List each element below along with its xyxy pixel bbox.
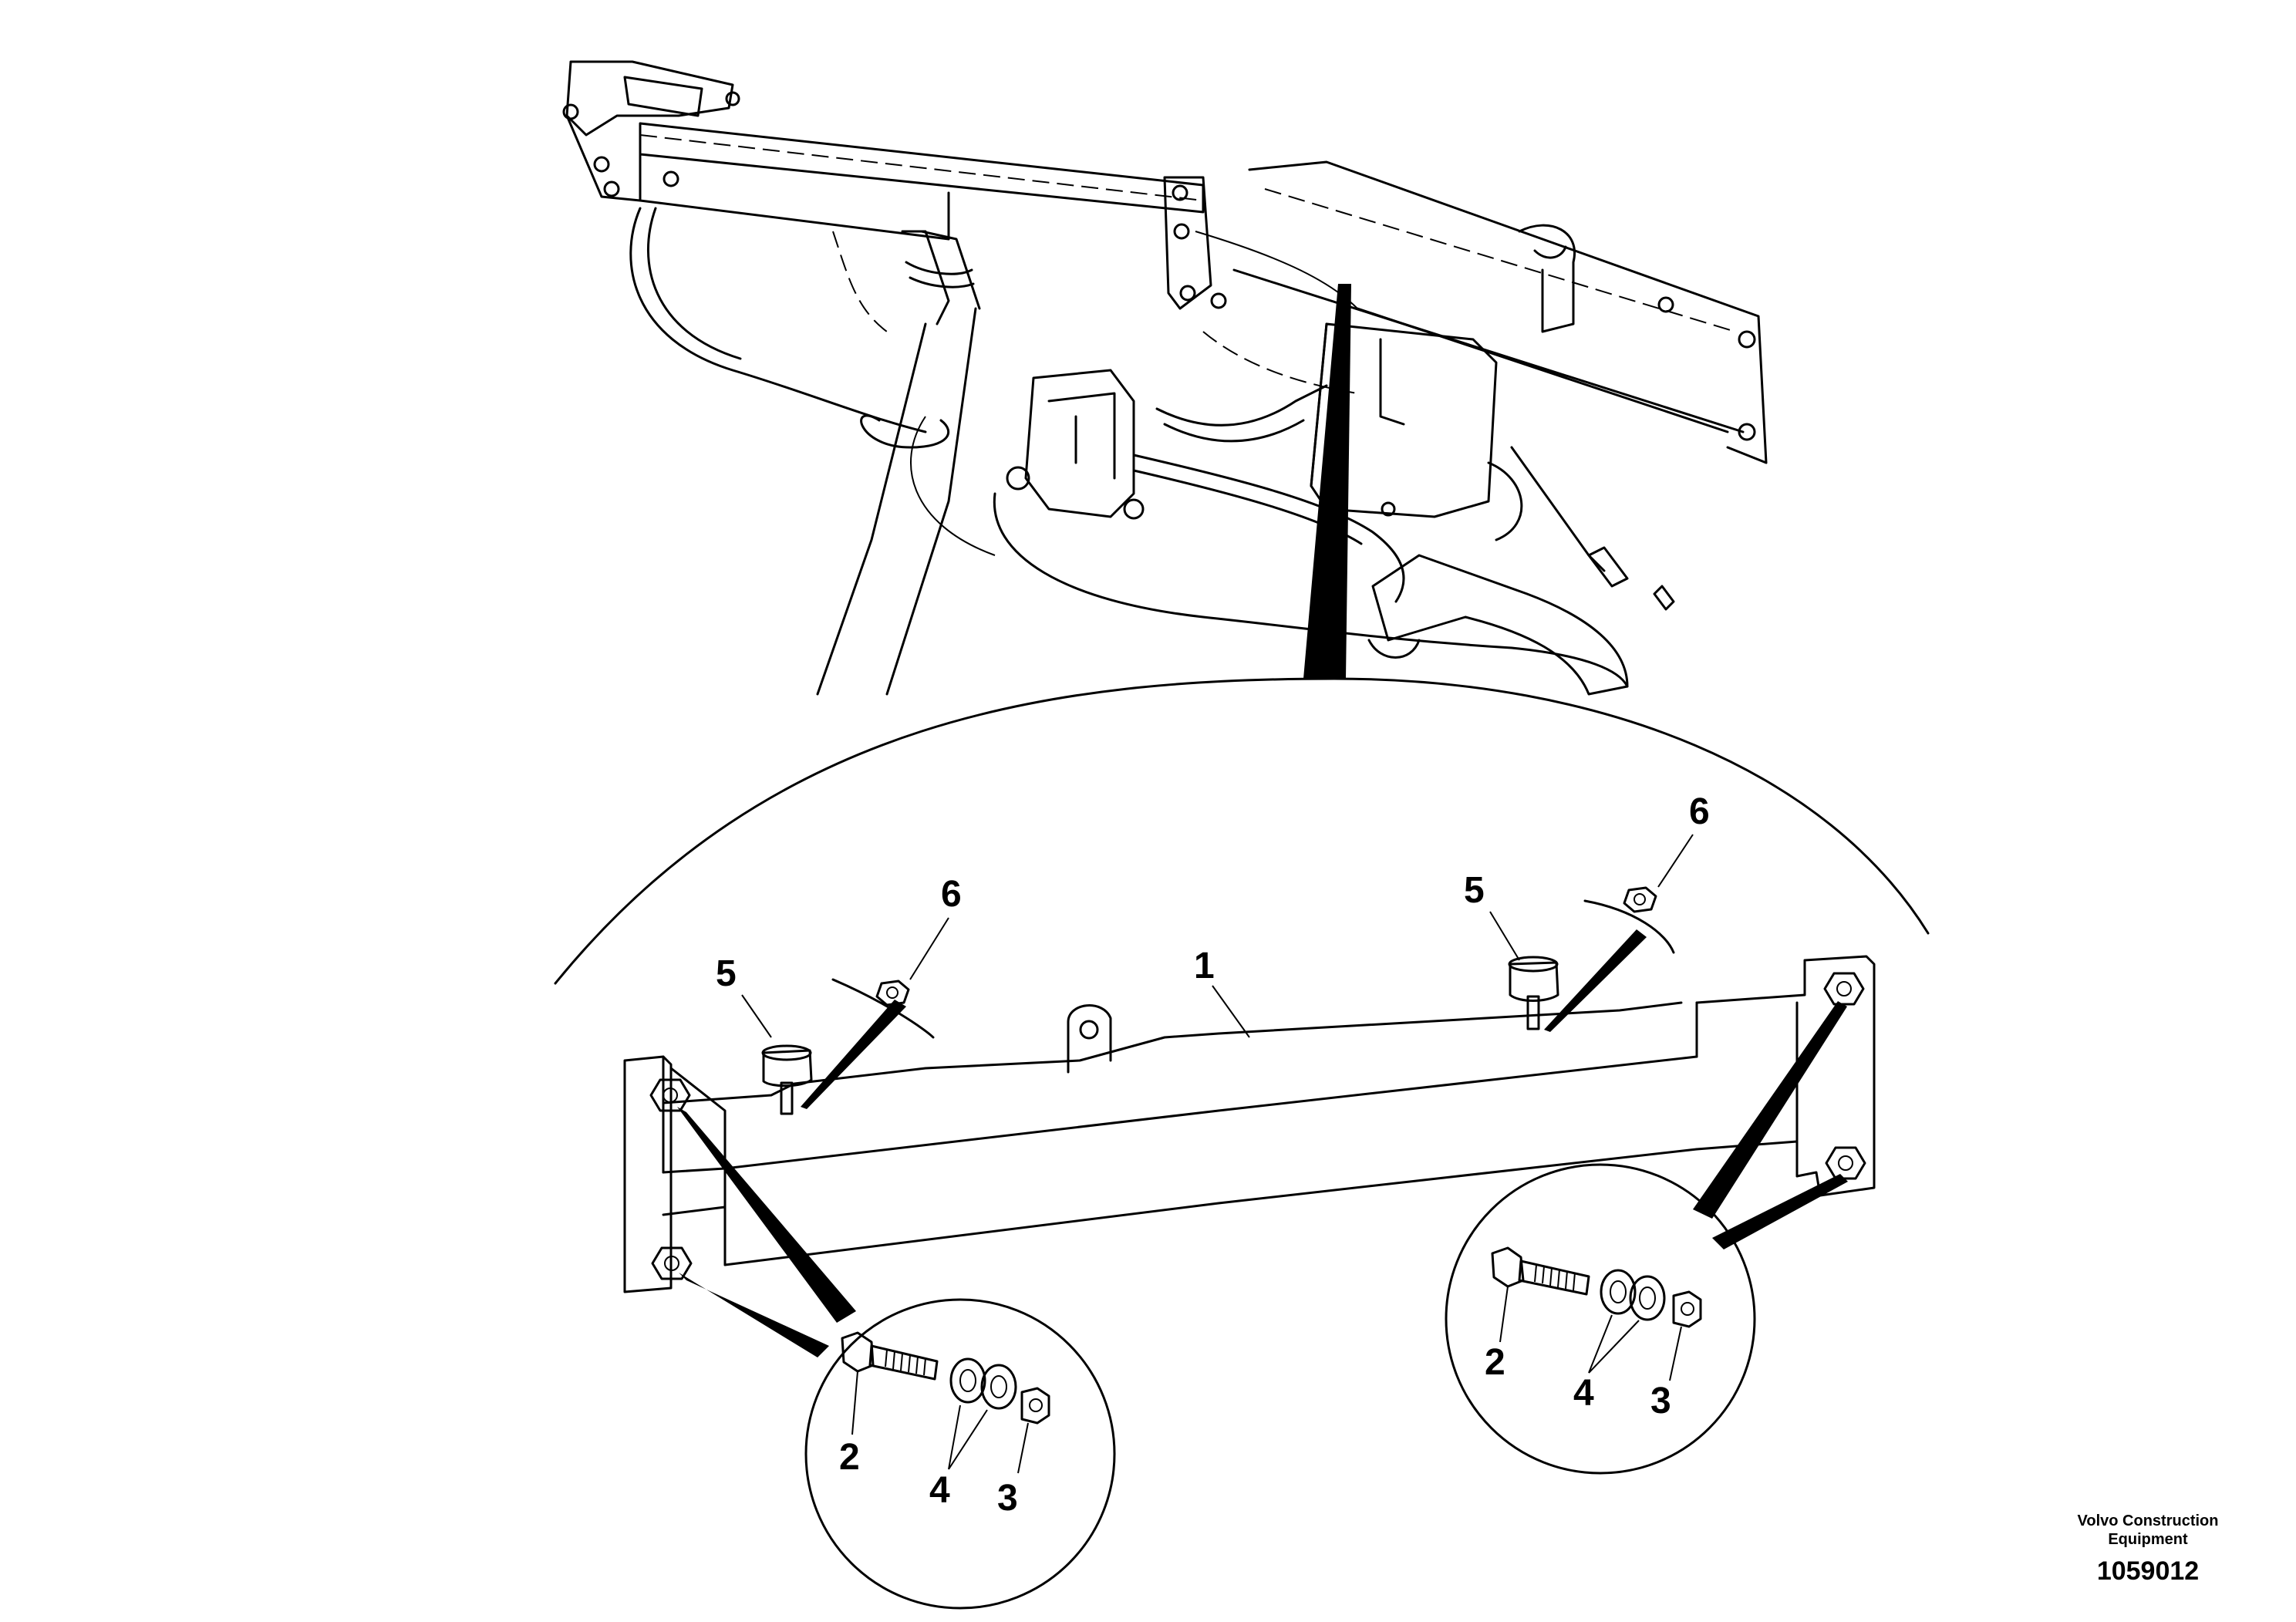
callout-1: 1 xyxy=(1194,946,1215,986)
callout-6-left: 6 xyxy=(941,874,962,915)
drawing-number: 1059012 xyxy=(2096,1556,2200,1586)
detail-pointer xyxy=(1303,284,1351,679)
callout-5-right-leader xyxy=(1489,911,1520,961)
callout-4-right: 4 xyxy=(1573,1373,1594,1414)
callout-3-right: 3 xyxy=(1650,1381,1671,1421)
leader-right-lower xyxy=(1712,1174,1848,1249)
leader-6-right xyxy=(1544,929,1647,1032)
leader-left-upper xyxy=(677,1107,856,1323)
callout-5-left-leader xyxy=(741,994,772,1038)
brand-credit: Volvo Construction Equipment xyxy=(2077,1512,2219,1548)
machine-overview xyxy=(562,60,1768,696)
callout-6-left-leader xyxy=(909,917,949,980)
leader-6-left xyxy=(801,1000,906,1109)
nut-left xyxy=(875,980,910,1007)
callout-6-right: 6 xyxy=(1689,791,1710,832)
fastener-detail-right xyxy=(1445,1163,1756,1475)
callout-4-left: 4 xyxy=(929,1470,950,1511)
plate-bolt xyxy=(651,1246,693,1280)
callout-5-right: 5 xyxy=(1464,870,1485,911)
plate-bolt xyxy=(1823,972,1865,1006)
callout-2-right: 2 xyxy=(1485,1342,1505,1383)
leader-left-lower xyxy=(679,1273,829,1357)
leader-right-upper xyxy=(1693,1001,1847,1219)
fastener-detail-left xyxy=(804,1298,1116,1610)
cross-beam-detail xyxy=(623,886,1876,1293)
rubber-mount-right xyxy=(1508,956,1559,1030)
callout-2-left: 2 xyxy=(839,1437,860,1478)
rubber-mount-left xyxy=(761,1044,813,1115)
callout-3-left: 3 xyxy=(997,1478,1018,1519)
callout-1-leader xyxy=(1212,985,1250,1038)
detail-arc xyxy=(554,677,1930,985)
plate-bolt xyxy=(1825,1146,1866,1180)
callout-5-left: 5 xyxy=(716,953,737,994)
nut-right xyxy=(1623,886,1657,913)
callout-6-right-leader xyxy=(1657,834,1694,888)
